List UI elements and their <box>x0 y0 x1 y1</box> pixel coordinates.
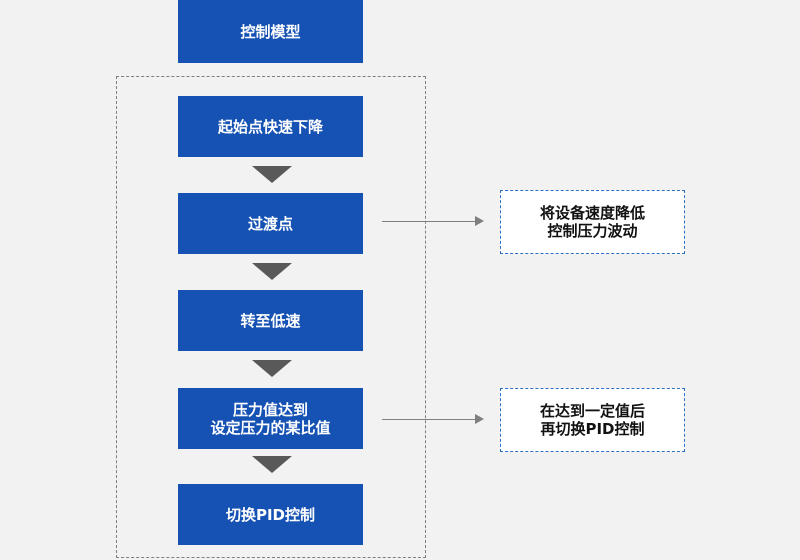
step-label-transition-point: 过渡点 <box>247 214 293 233</box>
process-group-frame <box>116 76 426 558</box>
down-arrow-3 <box>252 360 292 377</box>
note-2-line2: 再切换PID控制 <box>540 420 645 438</box>
step-label-pid-switch: 切换PID控制 <box>225 505 316 524</box>
step-box-low-speed: 转至低速 <box>178 290 363 351</box>
step-box-transition-point: 过渡点 <box>178 193 363 254</box>
connector-line-1 <box>382 221 482 222</box>
note-box-speed-reduction: 将设备速度降低 控制压力波动 <box>500 190 685 254</box>
connector-arrowhead-2 <box>475 414 484 424</box>
step-box-pid-switch: 切换PID控制 <box>178 484 363 545</box>
step-label-pressure-ratio-line2: 设定压力的某比值 <box>210 418 331 437</box>
note-2-line1: 在达到一定值后 <box>539 402 645 420</box>
down-arrow-2 <box>252 263 292 280</box>
down-arrow-4 <box>252 456 292 473</box>
step-label-low-speed: 转至低速 <box>240 311 301 330</box>
control-model-label: 控制模型 <box>240 22 301 41</box>
connector-line-2 <box>382 419 482 420</box>
note-1-line2: 控制压力波动 <box>547 222 638 240</box>
down-arrow-1 <box>252 166 292 183</box>
step-box-pressure-ratio: 压力值达到 设定压力的某比值 <box>178 388 363 449</box>
note-box-pid-switch: 在达到一定值后 再切换PID控制 <box>500 388 685 452</box>
connector-arrowhead-1 <box>475 216 484 226</box>
step-box-fast-descent: 起始点快速下降 <box>178 96 363 157</box>
step-label-fast-descent: 起始点快速下降 <box>217 117 323 136</box>
note-1-line1: 将设备速度降低 <box>539 204 645 222</box>
step-label-pressure-ratio-line1: 压力值达到 <box>232 400 308 419</box>
control-model-box: 控制模型 <box>178 0 363 63</box>
